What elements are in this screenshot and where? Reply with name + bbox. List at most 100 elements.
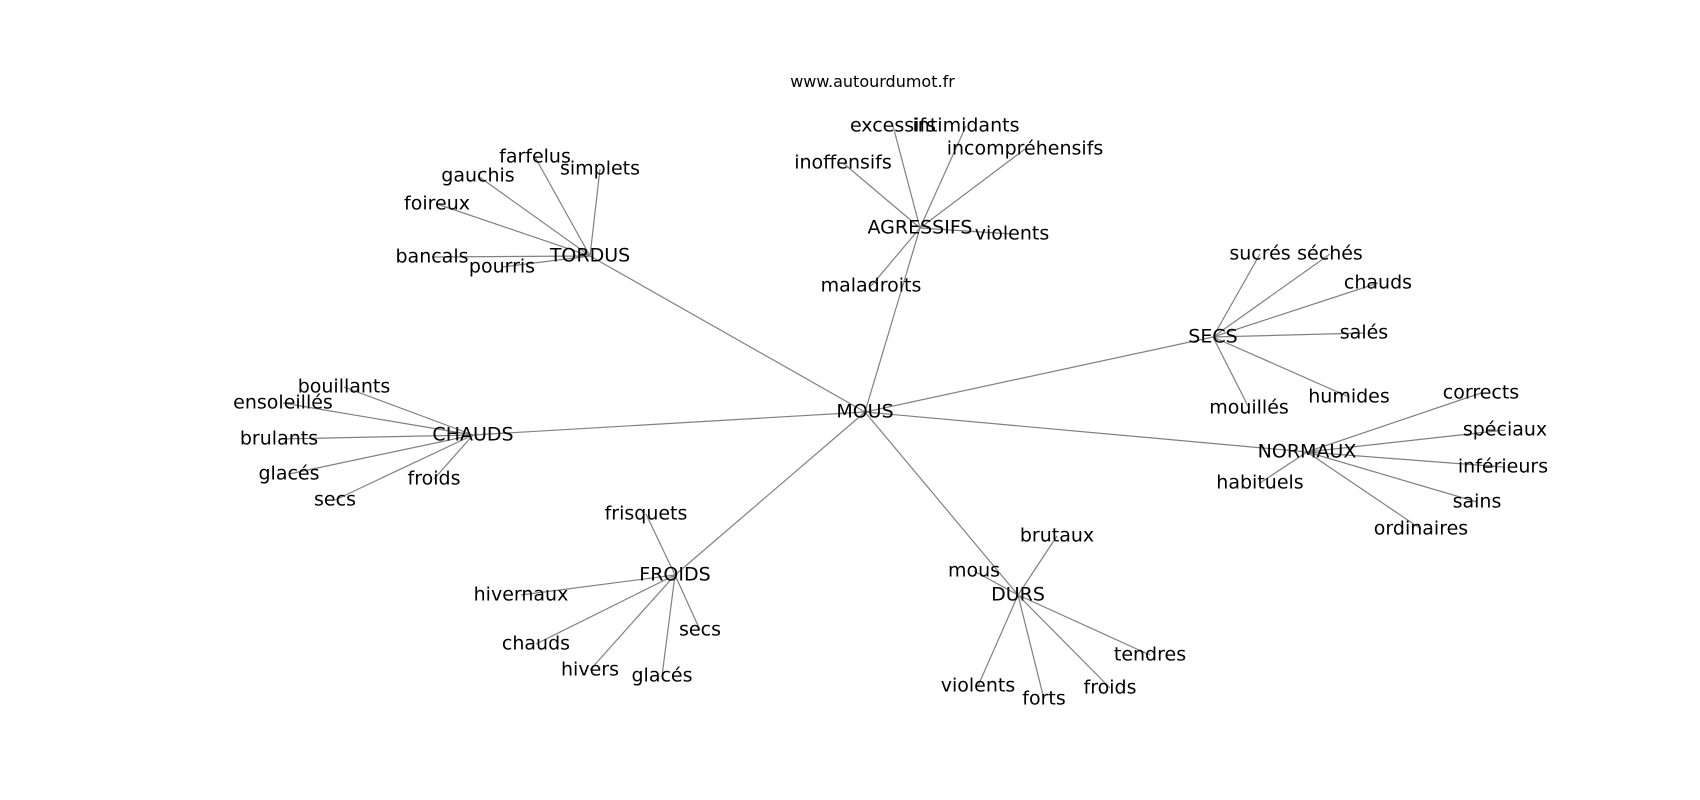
leaf-node-normaux-2: inférieurs [1458, 456, 1548, 478]
edge-tordus-leaf-1 [589, 168, 601, 257]
cluster-node-secs: SECS [1188, 326, 1237, 348]
edge-tordus-leaf-3 [436, 203, 591, 257]
edge-center-chauds [472, 411, 866, 436]
edge-durs-leaf-2 [1017, 594, 1151, 656]
leaf-node-agressifs-5: maladroits [821, 275, 922, 297]
leaf-node-tordus-5: pourris [469, 256, 535, 278]
leaf-node-normaux-4: ordinaires [1374, 518, 1468, 540]
leaf-node-froids-0: frisquets [605, 503, 688, 525]
edge-chauds-leaf-4 [334, 434, 474, 501]
leaf-node-durs-2: tendres [1114, 644, 1186, 666]
edge-froids-leaf-2 [535, 574, 676, 645]
leaf-node-chauds-4: secs [314, 489, 356, 511]
edge-durs-leaf-1 [973, 570, 1019, 596]
edge-secs-leaf-3 [1212, 332, 1365, 338]
leaf-node-secs-0: sucrés [1229, 243, 1290, 265]
source-url: www.autourdumot.fr [790, 72, 955, 91]
leaf-node-froids-4: glacés [631, 665, 692, 687]
leaf-node-tordus-1: simplets [560, 158, 640, 180]
leaf-node-chauds-2: brulants [240, 428, 318, 450]
leaf-node-tordus-4: bancals [395, 246, 468, 268]
cluster-node-tordus: TORDUS [549, 245, 630, 267]
leaf-node-froids-2: chauds [502, 633, 570, 655]
leaf-node-normaux-3: sains [1453, 491, 1502, 513]
edge-secs-leaf-5 [1212, 336, 1250, 409]
leaf-node-durs-5: violents [941, 675, 1016, 697]
edge-durs-leaf-5 [977, 594, 1019, 687]
cluster-node-durs: DURS [991, 584, 1045, 606]
edge-agressifs-leaf-3 [919, 148, 1026, 229]
edge-normaux-leaf-5 [1259, 451, 1308, 484]
leaf-node-froids-5: secs [679, 619, 721, 641]
edge-secs-leaf-0 [1212, 253, 1261, 338]
leaf-node-secs-3: salés [1340, 322, 1388, 344]
edge-center-normaux [864, 411, 1308, 453]
leaf-node-froids-1: hivernaux [474, 584, 569, 606]
leaf-node-normaux-1: spéciaux [1463, 419, 1547, 441]
edge-center-tordus [589, 255, 866, 413]
edge-durs-leaf-3 [1017, 594, 1111, 689]
edges [278, 125, 1506, 700]
edge-chauds-leaf-3 [288, 434, 474, 475]
center-node: MOUS [836, 401, 893, 423]
leaf-node-secs-4: humides [1308, 386, 1390, 408]
edge-center-durs [864, 411, 1019, 596]
edge-tordus-leaf-5 [501, 255, 591, 268]
edge-durs-leaf-4 [1017, 594, 1045, 700]
edge-normaux-leaf-3 [1306, 451, 1478, 503]
leaf-node-agressifs-2: inoffensifs [794, 152, 892, 174]
leaf-node-normaux-5: habituels [1216, 472, 1303, 494]
leaf-node-durs-3: froids [1084, 677, 1137, 699]
edge-normaux-leaf-0 [1306, 392, 1482, 453]
edge-tordus-leaf-2 [477, 175, 591, 257]
edge-center-froids [674, 411, 866, 576]
edge-chauds-leaf-1 [282, 402, 474, 436]
edge-agressifs-leaf-4 [919, 227, 1013, 235]
edge-froids-leaf-1 [520, 574, 676, 596]
edge-froids-leaf-0 [645, 513, 676, 576]
leaf-node-tordus-0: farfelus [499, 146, 571, 168]
edge-normaux-leaf-1 [1306, 429, 1506, 453]
edge-durs-leaf-0 [1017, 535, 1058, 596]
leaf-node-chauds-1: ensoleillés [233, 392, 333, 414]
leaf-node-durs-4: forts [1022, 688, 1065, 710]
edge-tordus-leaf-4 [431, 255, 591, 258]
edge-center-secs [864, 336, 1214, 413]
cluster-node-froids: FROIDS [639, 564, 710, 586]
edge-secs-leaf-1 [1212, 253, 1331, 338]
leaf-node-durs-0: brutaux [1020, 525, 1094, 547]
leaf-node-tordus-3: foireux [404, 193, 470, 215]
edge-chauds-leaf-5 [433, 434, 474, 480]
cluster-node-chauds: CHAUDS [432, 424, 513, 446]
edge-agressifs-leaf-1 [919, 125, 967, 229]
leaf-node-secs-2: chauds [1344, 272, 1412, 294]
leaf-node-agressifs-0: excessifs [850, 115, 936, 137]
leaf-node-agressifs-1: intimidants [913, 115, 1020, 137]
leaf-node-chauds-0: bouillants [298, 376, 391, 398]
leaf-node-normaux-0: corrects [1443, 382, 1519, 404]
edge-froids-leaf-4 [661, 574, 676, 677]
edge-agressifs-leaf-2 [842, 162, 921, 229]
edge-secs-leaf-4 [1212, 336, 1350, 398]
leaf-node-secs-5: mouillés [1209, 397, 1289, 419]
edge-chauds-leaf-0 [343, 386, 474, 436]
leaf-node-agressifs-4: violents [975, 223, 1050, 245]
edge-chauds-leaf-2 [278, 434, 474, 440]
edge-froids-leaf-5 [674, 574, 701, 631]
cluster-node-agressifs: AGRESSIFS [868, 217, 973, 239]
leaf-node-tordus-2: gauchis [441, 165, 514, 187]
leaf-node-froids-3: hivers [561, 659, 619, 681]
leaf-node-chauds-3: glacés [258, 463, 319, 485]
leaf-node-chauds-5: froids [408, 468, 461, 490]
edge-froids-leaf-3 [589, 574, 676, 671]
leaf-node-secs-1: séchés [1297, 243, 1363, 265]
leaf-node-agressifs-3: incompréhensifs [947, 138, 1104, 160]
edge-agressifs-leaf-0 [892, 125, 921, 229]
edge-center-agressifs [864, 227, 921, 413]
leaf-node-durs-1: mous [948, 560, 1000, 582]
edge-normaux-leaf-4 [1306, 451, 1422, 530]
edge-secs-leaf-2 [1212, 282, 1379, 338]
edge-tordus-leaf-0 [534, 156, 591, 257]
